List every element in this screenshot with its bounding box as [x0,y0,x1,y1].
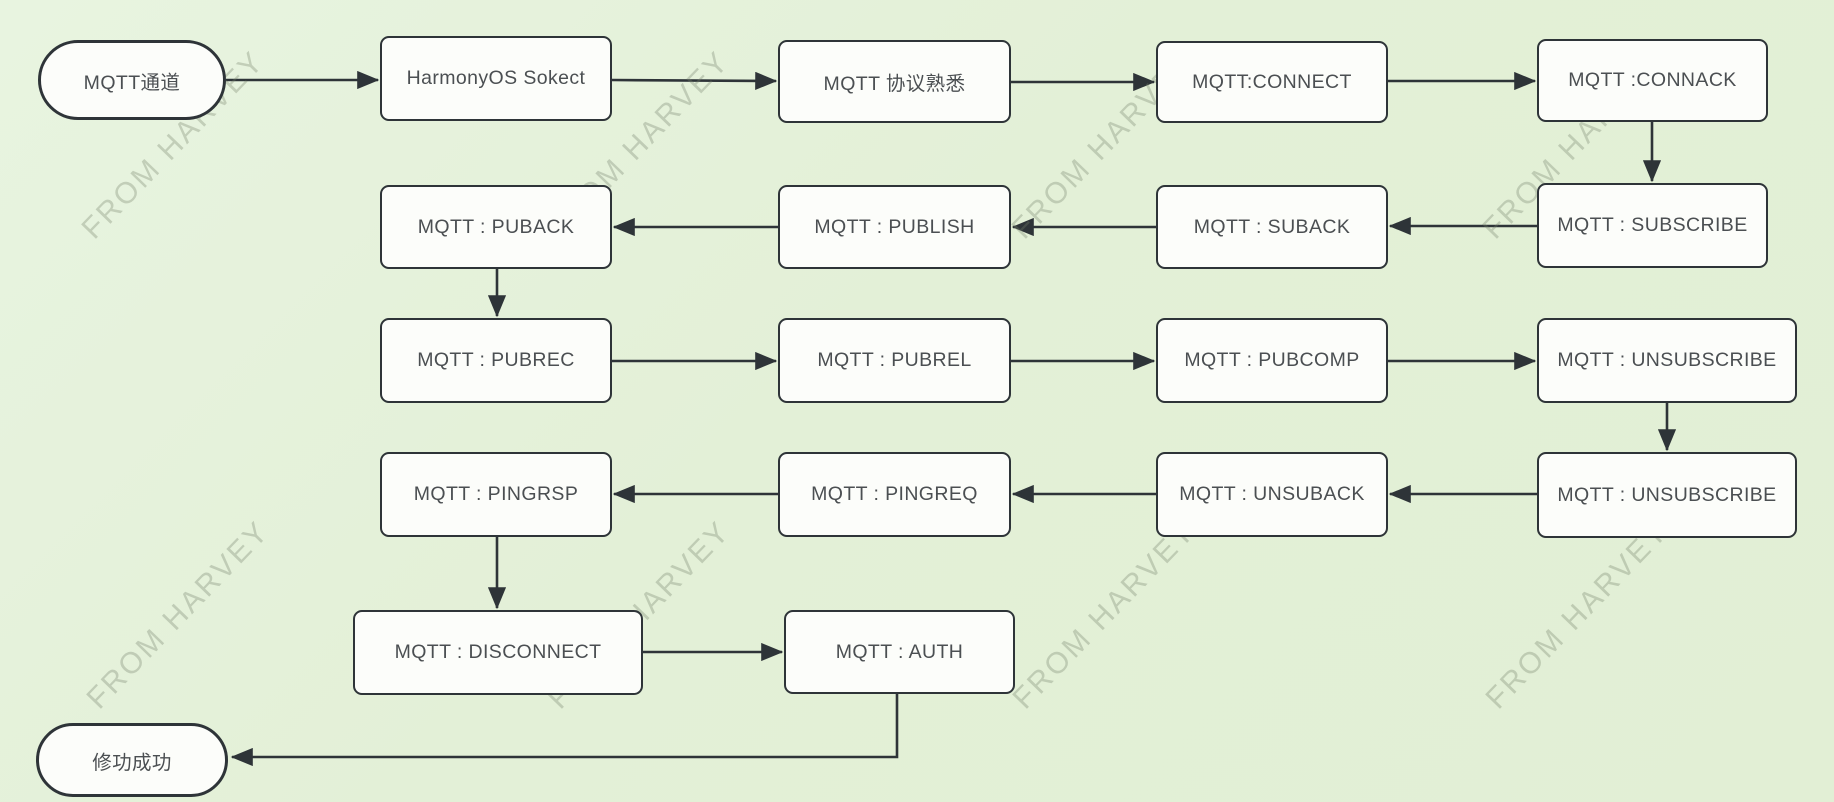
node-label: MQTT : SUBSCRIBE [1557,214,1748,236]
node-label: MQTT : DISCONNECT [394,641,602,663]
node-suback: MQTT : SUBACK [1156,185,1388,269]
node-label: MQTT : SUBACK [1193,215,1351,238]
node-pubrel: MQTT : PUBREL [778,318,1011,403]
node-label: MQTT 协议熟悉 [823,73,966,95]
node-label: MQTT : PUBACK [417,215,575,238]
node-label: HarmonyOS Sokect [406,67,586,89]
node-pingreq: MQTT : PINGREQ [778,452,1011,537]
node-label: MQTT : AUTH [835,640,964,663]
node-label: MQTT : UNSUBACK [1179,483,1365,505]
node-label: MQTT : PUBLISH [814,215,975,238]
node-pingrsp: MQTT : PINGRSP [380,452,612,537]
node-harmonyos-socket: HarmonyOS Sokect [380,36,612,121]
node-auth: MQTT : AUTH [784,610,1015,694]
node-unsubscribe-1: MQTT : UNSUBSCRIBE [1537,318,1797,403]
node-pubcomp: MQTT : PUBCOMP [1156,318,1388,403]
node-label: MQTT : UNSUBSCRIBE [1557,349,1777,371]
node-label: 修功成功 [92,751,172,774]
node-connect: MQTT:CONNECT [1156,41,1388,123]
node-label: MQTT : PINGREQ [811,483,978,505]
edge-auth-to-success [230,694,899,767]
node-unsuback: MQTT : UNSUBACK [1156,452,1388,537]
node-connack: MQTT :CONNACK [1537,39,1768,122]
node-puback: MQTT : PUBACK [380,185,612,269]
node-unsubscribe-2: MQTT : UNSUBSCRIBE [1537,452,1797,538]
node-label: MQTT : PUBCOMP [1184,349,1360,371]
node-label: MQTT : PUBREL [817,349,972,371]
node-pubrec: MQTT : PUBREC [380,318,612,403]
node-publish: MQTT : PUBLISH [778,185,1011,269]
node-label: MQTT :CONNACK [1568,69,1737,91]
node-label: MQTT通道 [83,71,181,94]
node-subscribe: MQTT : SUBSCRIBE [1537,183,1768,268]
node-success: 修功成功 [36,723,228,797]
node-label: MQTT : PINGRSP [413,483,579,505]
node-label: MQTT : UNSUBSCRIBE [1557,483,1777,506]
node-disconnect: MQTT : DISCONNECT [353,610,643,695]
edge-harmonyos-socket-to-mqtt-protocol [611,71,778,90]
node-label: MQTT : PUBREC [417,349,575,371]
node-mqtt-channel: MQTT通道 [38,40,226,120]
node-mqtt-protocol: MQTT 协议熟悉 [778,40,1011,123]
node-label: MQTT:CONNECT [1192,70,1352,93]
